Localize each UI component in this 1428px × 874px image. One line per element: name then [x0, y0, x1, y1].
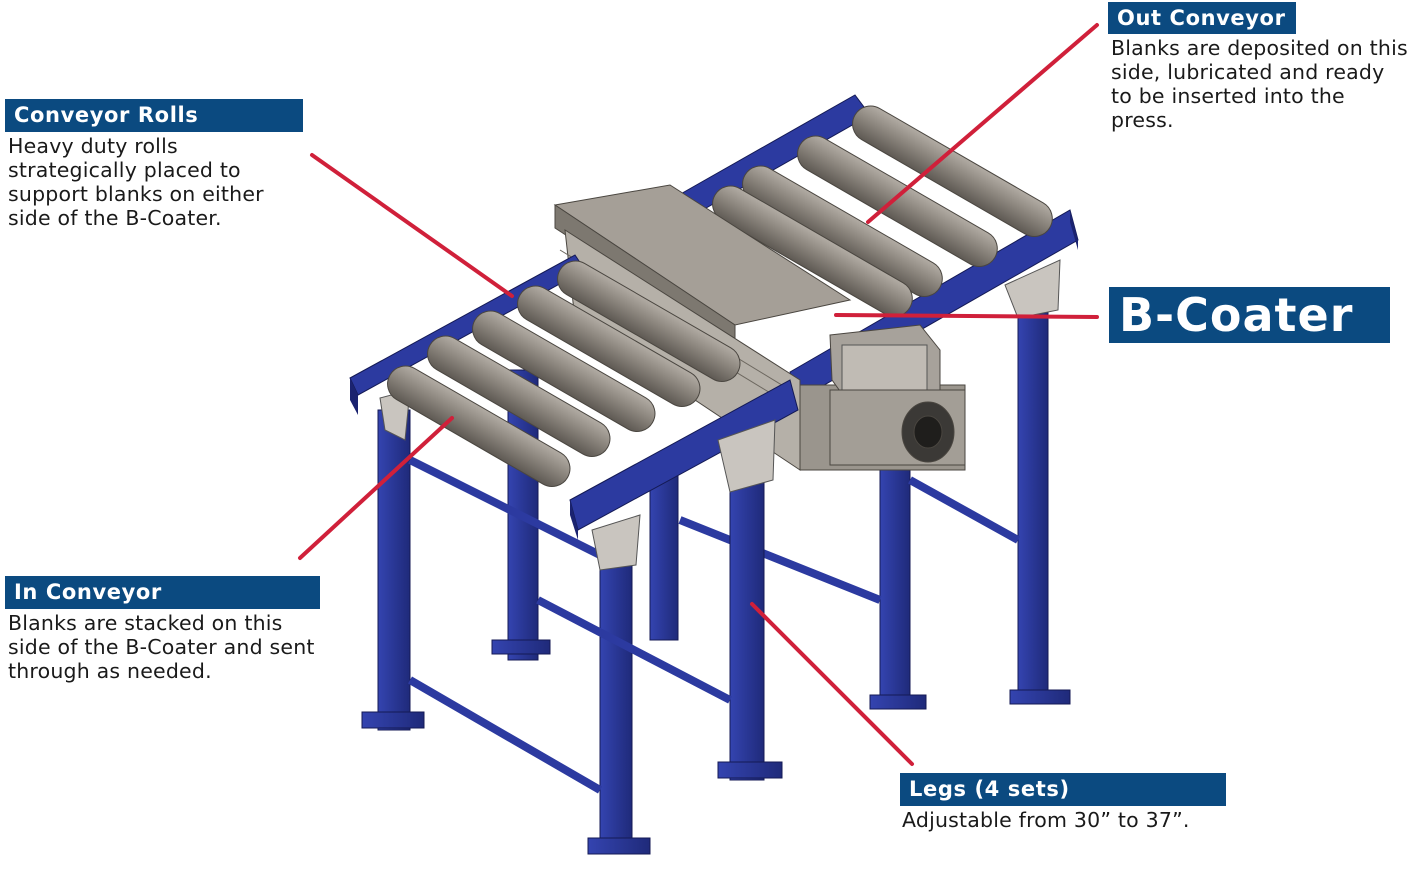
out-conveyor-rollers: [712, 105, 1053, 317]
in-conveyor-legs: [361, 369, 783, 855]
callout-legs-text: Adjustable from 30” to 37”.: [902, 808, 1190, 832]
callout-conveyor-rolls-text: Heavy duty rolls strategically placed to…: [8, 134, 264, 230]
callout-conveyor-rolls: Conveyor Rolls Heavy duty rolls strategi…: [5, 99, 303, 230]
leader-line-out-conveyor: [866, 23, 1099, 224]
leader-line-in-conveyor: [298, 416, 454, 560]
leader-line-legs: [750, 602, 914, 766]
callout-legs: Legs (4 sets) Adjustable from 30” to 37”…: [900, 773, 1240, 832]
leader-lines: [298, 23, 1099, 766]
callout-conveyor-rolls-title: Conveyor Rolls: [5, 99, 303, 132]
callout-out-conveyor-text: Blanks are deposited on this side, lubri…: [1111, 36, 1408, 132]
callout-legs-title: Legs (4 sets): [900, 773, 1226, 806]
callout-in-conveyor: In Conveyor Blanks are stacked on this s…: [5, 576, 325, 683]
leader-line-conveyor-rolls: [310, 153, 514, 298]
callout-in-conveyor-title: In Conveyor: [5, 576, 320, 609]
callout-out-conveyor: Out Conveyor Blanks are deposited on thi…: [1108, 2, 1408, 132]
callout-b-coater-title: B-Coater: [1109, 287, 1390, 343]
leader-line-b-coater: [834, 313, 1099, 319]
callout-in-conveyor-text: Blanks are stacked on this side of the B…: [8, 611, 315, 683]
in-conveyor-rollers: [387, 260, 741, 487]
callout-out-conveyor-title: Out Conveyor: [1108, 2, 1296, 34]
